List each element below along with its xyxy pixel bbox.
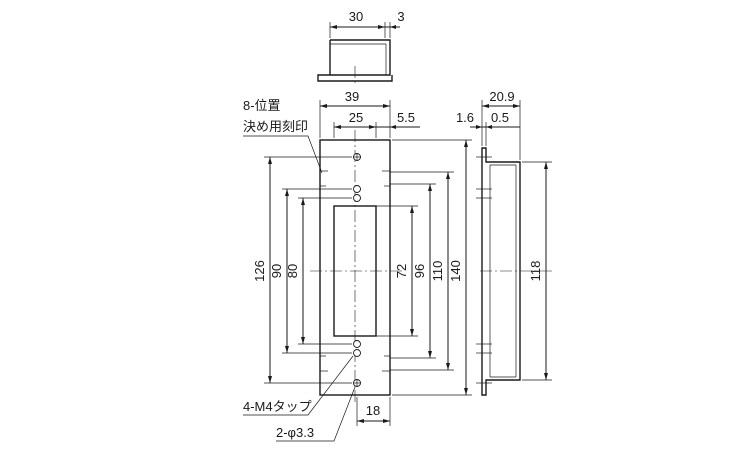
tap-hole-1 bbox=[353, 185, 361, 193]
dim-140: 140 bbox=[448, 260, 463, 282]
side-view-body bbox=[481, 147, 521, 396]
dim-90: 90 bbox=[269, 264, 284, 278]
dim-72: 72 bbox=[394, 264, 409, 278]
top-width-dim: 30 bbox=[349, 9, 363, 24]
note-holes: 2-φ3.3 bbox=[276, 425, 314, 440]
tap-hole-3 bbox=[353, 340, 361, 348]
top-flange-dim: 3 bbox=[397, 9, 404, 24]
dim-80: 80 bbox=[285, 264, 300, 278]
dim-126: 126 bbox=[252, 260, 267, 282]
note-tap: 4-M4タップ bbox=[243, 399, 312, 414]
dim-18: 18 bbox=[366, 403, 380, 418]
dim-1-6: 1.6 bbox=[456, 110, 474, 125]
side-view: 20.9 1.6 0.5 118 bbox=[456, 89, 552, 396]
note-marks-line2: 決め用刻印 bbox=[243, 119, 308, 134]
dim-39: 39 bbox=[345, 89, 359, 104]
dim-20-9: 20.9 bbox=[489, 89, 514, 104]
dim-5-5: 5.5 bbox=[397, 110, 415, 125]
top-view: 30 3 bbox=[317, 9, 405, 85]
top-view-body bbox=[317, 39, 393, 82]
front-view: 39 25 5.5 126 90 80 bbox=[243, 89, 555, 442]
tap-hole-4 bbox=[353, 349, 361, 357]
note-marks-line1: 8-位置 bbox=[243, 98, 281, 113]
tap-hole-2 bbox=[353, 194, 361, 202]
dim-96: 96 bbox=[412, 264, 427, 278]
dim-118: 118 bbox=[528, 261, 543, 282]
dim-110: 110 bbox=[430, 261, 445, 282]
dim-25: 25 bbox=[349, 110, 363, 125]
dim-0-5: 0.5 bbox=[491, 110, 509, 125]
